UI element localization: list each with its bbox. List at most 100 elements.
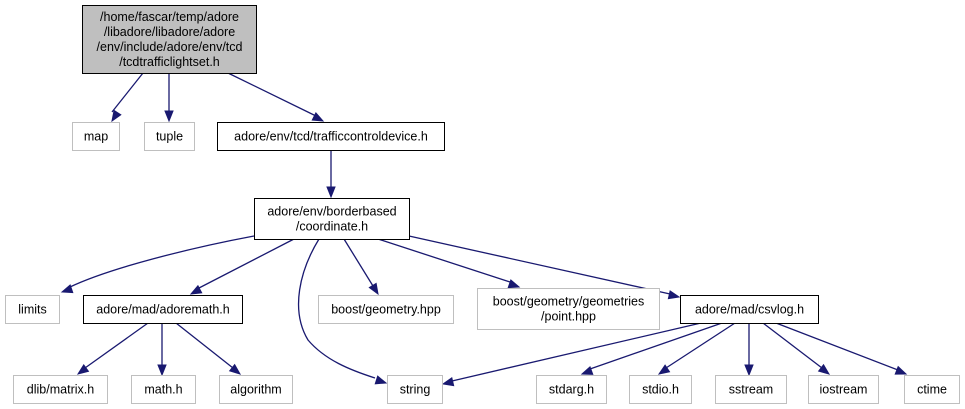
edge-coord-csvlog (408, 235, 681, 300)
node-box (680, 295, 819, 324)
edge-line (84, 322, 149, 369)
edge-csvlog-string (441, 322, 702, 387)
arrowhead-icon (60, 284, 74, 294)
node-label: iostream (820, 383, 868, 397)
edge-line (343, 238, 374, 287)
node-root[interactable]: /home/fascar/temp/adore/libadore/libador… (82, 5, 257, 74)
edge-adoremath-dlib (76, 322, 149, 375)
node-box (904, 375, 960, 404)
node-label: map (84, 130, 108, 144)
arrowhead-icon (894, 365, 908, 375)
node-label: math.h (144, 383, 182, 397)
edge-line (227, 72, 317, 117)
node-tuple[interactable]: tuple (144, 122, 195, 151)
node-algorithm[interactable]: algorithm (219, 375, 293, 404)
node-box (808, 375, 879, 404)
node-box (219, 375, 293, 404)
edge-coord-bgeom (343, 238, 379, 296)
edges-layer (60, 72, 908, 387)
node-csvlog[interactable]: adore/mad/csvlog.h (680, 295, 819, 324)
edge-line (775, 322, 899, 371)
node-box (5, 295, 60, 324)
node-label: limits (18, 303, 46, 317)
arrowhead-icon (441, 376, 455, 387)
node-coord[interactable]: adore/env/borderbased/coordinate.h (254, 198, 410, 240)
node-limits[interactable]: limits (5, 295, 60, 324)
edge-line (589, 322, 723, 370)
edge-line (762, 322, 823, 369)
arrowhead-icon (667, 290, 681, 300)
edge-line (408, 235, 671, 295)
arrowhead-icon (374, 375, 388, 385)
node-box (131, 375, 196, 404)
node-bpoint[interactable]: boost/geometry/geometries/point.hpp (477, 288, 660, 330)
node-label: ctime (917, 383, 947, 397)
node-label: /libadore/libadore/adore (104, 25, 235, 39)
node-box (477, 288, 660, 330)
node-label: sstream (729, 383, 773, 397)
node-stdio[interactable]: stdio.h (629, 375, 692, 404)
edge-tcd-coord (326, 150, 336, 199)
node-bgeom[interactable]: boost/geometry.hpp (318, 295, 454, 324)
node-box (144, 122, 195, 151)
node-ctime[interactable]: ctime (904, 375, 960, 404)
arrowhead-icon (189, 284, 203, 295)
node-stdarg[interactable]: stdarg.h (536, 375, 607, 404)
node-tcd[interactable]: adore/env/tcd/trafficcontroldevice.h (217, 122, 445, 151)
arrowhead-icon (164, 110, 174, 123)
edge-line (297, 238, 376, 379)
node-label: string (400, 383, 431, 397)
arrowhead-icon (657, 364, 671, 375)
node-math[interactable]: math.h (131, 375, 196, 404)
arrowhead-icon (76, 363, 90, 375)
node-box (715, 375, 787, 404)
node-dlib[interactable]: dlib/matrix.h (13, 375, 108, 404)
node-box (318, 295, 454, 324)
edge-adoremath-math (157, 323, 167, 377)
edge-csvlog-stdarg (580, 322, 723, 375)
node-label: /home/fascar/temp/adore (100, 10, 239, 24)
edge-root-tuple (164, 73, 174, 123)
edge-root-tcd (227, 72, 325, 122)
node-label: /tcdtrafficlightset.h (119, 55, 220, 69)
edge-line (111, 72, 144, 113)
node-box (83, 295, 243, 324)
node-label: adore/mad/adoremath.h (96, 303, 229, 317)
edge-coord-limits (60, 235, 255, 294)
node-map[interactable]: map (72, 122, 120, 151)
edge-line (451, 322, 702, 382)
node-box (387, 375, 443, 404)
edge-root-map (111, 72, 144, 123)
node-label: /point.hpp (541, 310, 596, 324)
arrowhead-icon (817, 363, 831, 375)
node-label: adore/env/tcd/trafficcontroldevice.h (234, 130, 428, 144)
node-label: /env/include/adore/env/tcd (97, 40, 243, 54)
node-sstream[interactable]: sstream (715, 375, 787, 404)
node-label: boost/geometry.hpp (331, 303, 441, 317)
edge-coord-bpoint (377, 238, 521, 289)
node-label: tuple (156, 130, 183, 144)
arrowhead-icon (326, 186, 336, 199)
edge-adoremath-algorithm (175, 322, 242, 375)
node-iostream[interactable]: iostream (808, 375, 879, 404)
arrowhead-icon (311, 112, 325, 122)
node-label: adore/mad/csvlog.h (695, 303, 804, 317)
edge-line (69, 235, 255, 288)
node-string[interactable]: string (387, 375, 443, 404)
edge-csvlog-sstream (744, 323, 754, 377)
node-box (536, 375, 607, 404)
edge-line (175, 322, 234, 369)
node-label: dlib/matrix.h (27, 383, 94, 397)
node-box (13, 375, 108, 404)
edge-csvlog-ctime (775, 322, 908, 375)
edge-line (377, 238, 511, 283)
nodes-layer: /home/fascar/temp/adore/libadore/libador… (5, 5, 960, 404)
edge-csvlog-stdio (657, 322, 736, 375)
node-label: /coordinate.h (296, 220, 368, 234)
node-adoremath[interactable]: adore/mad/adoremath.h (83, 295, 243, 324)
arrowhead-icon (368, 282, 379, 296)
edge-line (198, 238, 295, 289)
node-label: stdio.h (642, 383, 679, 397)
arrowhead-icon (228, 363, 242, 375)
